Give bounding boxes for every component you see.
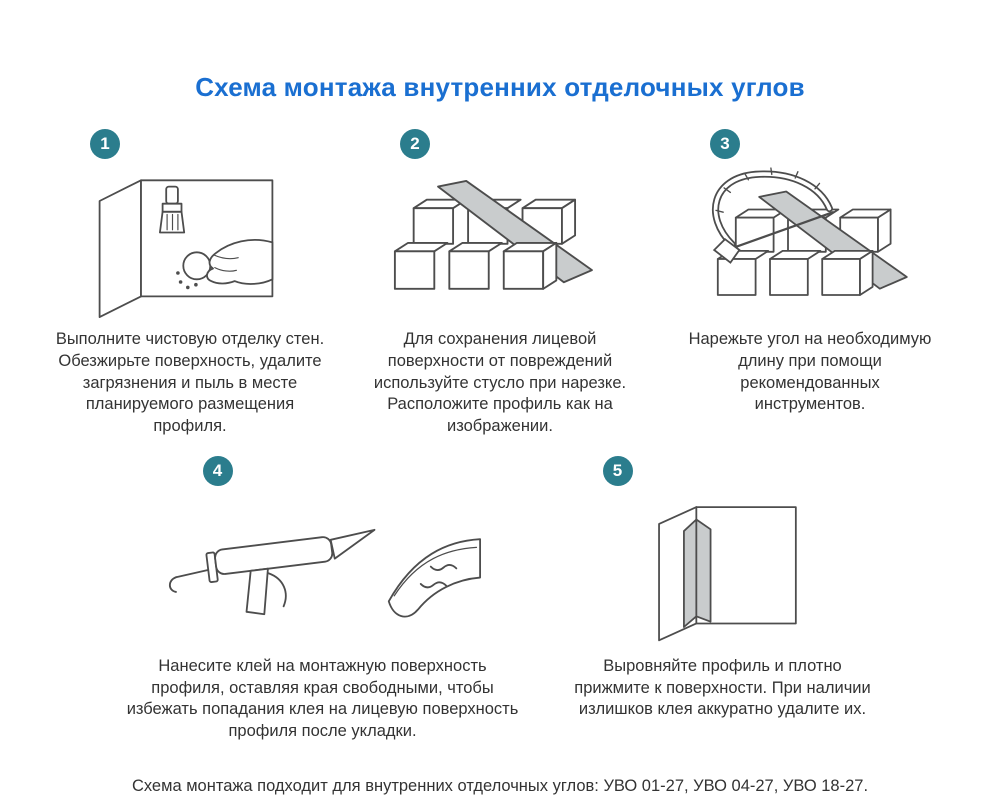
step-2-caption: Для сохранения лицевой поверхности от по… (373, 330, 627, 436)
step-1-figure (87, 163, 294, 319)
installed-profile-corner-illustration (657, 506, 797, 642)
step-5-figure (634, 490, 812, 646)
step-1-badge-row: 1 (40, 129, 340, 159)
step-5-badge-row: 5 (568, 455, 878, 486)
step-number-badge: 4 (202, 455, 233, 486)
step-3-figure (689, 163, 932, 319)
step-3-badge-row: 3 (660, 129, 960, 159)
step-1-caption: Выполните чистовую отделку стен. Обезжир… (55, 330, 325, 436)
step-number-badge: 5 (602, 455, 633, 486)
step-number-badge: 1 (90, 129, 120, 159)
steps-row-1: 1 (0, 103, 1000, 438)
step-4-figure (158, 490, 488, 646)
step-5: 5 Выровняйте профиль и плотно прижмите к… (568, 455, 878, 721)
step-4-caption: Нанесите клей на монтажную поверхность п… (126, 656, 519, 741)
page-title: Схема монтажа внутренних отделочных угло… (195, 72, 805, 102)
footer-note: Схема монтажа подходит для внутренних от… (131, 776, 869, 795)
caulking-gun-illustration (168, 529, 481, 618)
steps-row-2: 4 (0, 438, 1000, 743)
step-number-badge: 3 (710, 129, 740, 159)
step-2-badge-row: 2 (350, 129, 650, 159)
step-1: 1 (40, 129, 340, 438)
miter-box-profile-illustration (393, 180, 593, 290)
corner-walls-brush-illustration (98, 178, 273, 318)
step-5-caption: Выровняйте профиль и плотно прижмите к п… (574, 656, 871, 719)
step-2-figure (378, 163, 622, 319)
step-2: 2 (350, 129, 650, 438)
step-3-caption: Нарежьте угол на необходимую длину при п… (688, 330, 932, 414)
step-3: 3 (660, 129, 960, 416)
hacksaw-miter-box-illustration (711, 167, 908, 296)
step-4: 4 (123, 455, 523, 743)
step-4-badge-row: 4 (123, 455, 523, 486)
step-number-badge: 2 (400, 129, 430, 159)
